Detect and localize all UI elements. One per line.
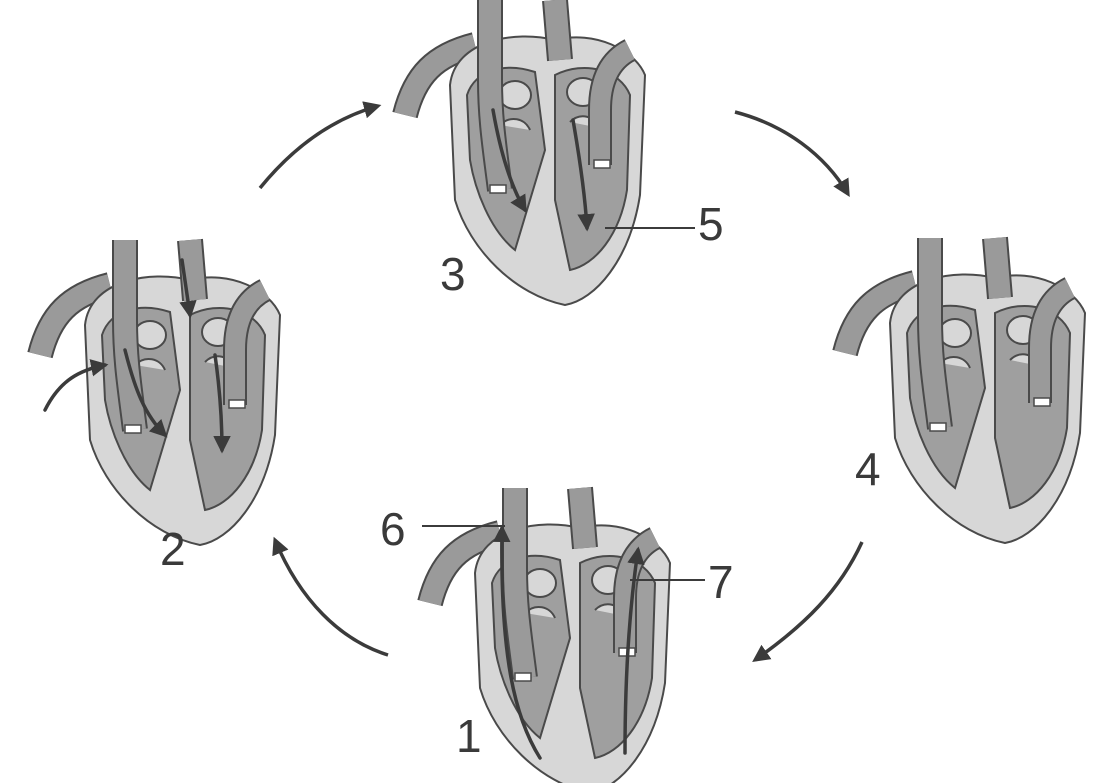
cycle-arrow-4-to-1	[752, 541, 864, 663]
cycle-arrow-3-to-4	[734, 110, 850, 198]
flow-arrow-2b	[213, 353, 231, 454]
heart-stage-2	[40, 240, 280, 545]
flow-arrow-3a	[491, 108, 527, 214]
flow-arrow-2-inflow	[43, 359, 109, 412]
flow-arrow-2a	[123, 348, 168, 438]
heart-stage-3	[405, 0, 645, 305]
stage-label-2: 2	[160, 523, 186, 575]
stage-label-3: 3	[440, 248, 466, 300]
heart-stage-1	[430, 488, 670, 783]
cycle-arrow-2-to-3	[258, 101, 382, 190]
stage-label-1: 1	[456, 710, 482, 762]
flow-arrow-1-up-right	[623, 546, 645, 755]
callout-5: 5	[698, 198, 724, 250]
flow-arrow-3b	[571, 118, 595, 232]
callout-7: 7	[708, 556, 734, 608]
heart-stage-4	[845, 238, 1085, 543]
cycle-arrow-1-to-2	[272, 536, 389, 657]
callout-6: 6	[380, 503, 406, 555]
stage-label-4: 4	[855, 443, 881, 495]
flow-arrow-2-top	[179, 258, 197, 319]
flow-arrow-1-up	[493, 524, 542, 760]
